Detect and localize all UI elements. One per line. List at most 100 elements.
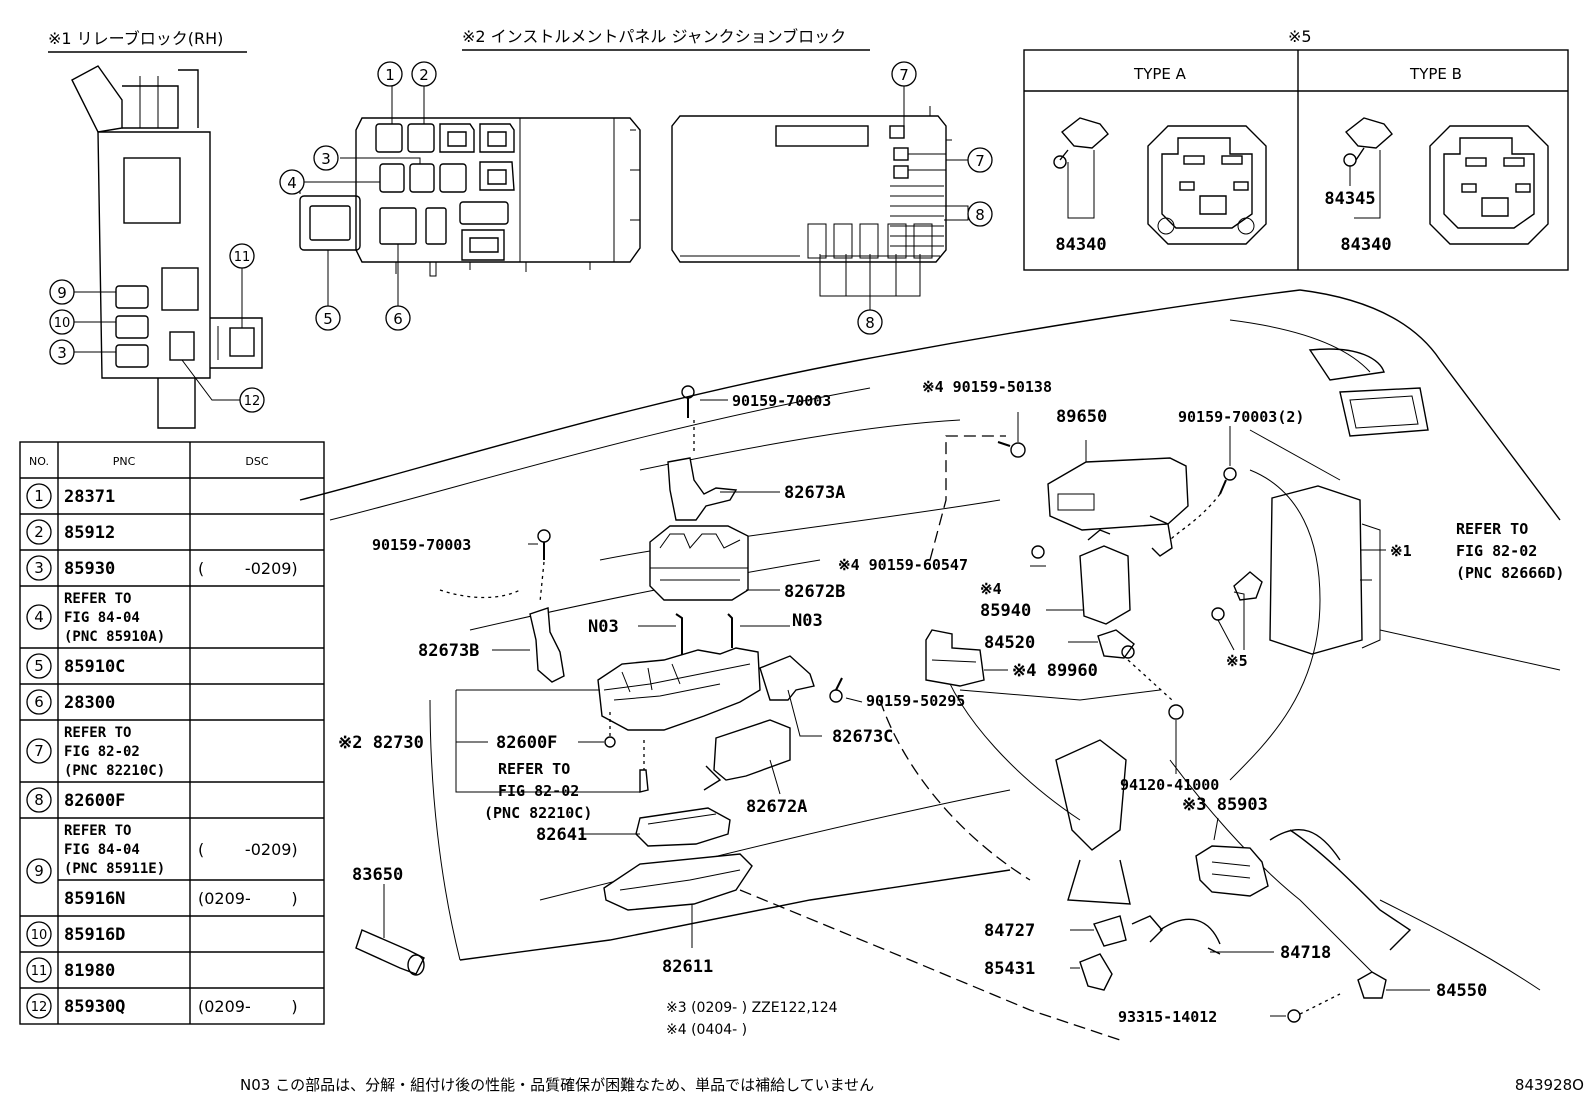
- callout-90159-50138: ※4 90159-50138: [922, 378, 1052, 396]
- callout-85903: ※3 85903: [1182, 795, 1268, 815]
- callout-N03-right: N03: [792, 611, 823, 631]
- svg-text:8: 8: [975, 206, 985, 224]
- table-pnc-cell: 85930Q: [64, 997, 125, 1017]
- part-switch-85903-drawing: [1195, 845, 1269, 897]
- part-bolt-93315-14012-drawing: [1287, 993, 1341, 1023]
- callout-note5: ※5: [1226, 652, 1248, 670]
- callout-refer-rh-line3: (PNC 82666D): [1456, 564, 1564, 582]
- table-no-2: 2: [26, 519, 52, 545]
- callout-89960: ※4 89960: [1012, 661, 1098, 681]
- parts-table-grid: [19, 441, 325, 1025]
- callout-N03-left: N03: [588, 617, 619, 637]
- svg-text:2: 2: [34, 523, 44, 541]
- table-pnc-cell: FIG 84-04: [64, 610, 140, 626]
- part-airbag-89650-drawing: [1047, 457, 1189, 557]
- part-clip-94120-41000-drawing: [1168, 704, 1184, 720]
- figure-code: 843928O: [1515, 1076, 1584, 1094]
- table-no-11: 11: [26, 957, 52, 983]
- svg-text:3: 3: [57, 344, 67, 362]
- svg-text:2: 2: [419, 66, 429, 84]
- callout-circle-2: 2: [411, 61, 437, 87]
- table-no-9: 9: [26, 858, 52, 884]
- callout-84727: 84727: [984, 921, 1035, 941]
- type-a-part-84340: 84340: [1055, 235, 1106, 255]
- callout-85431: 85431: [984, 959, 1035, 979]
- callout-circle-5: 5: [315, 305, 341, 331]
- table-pnc-cell: 81980: [64, 961, 115, 981]
- svg-text:9: 9: [34, 862, 44, 880]
- table-no-7: 7: [26, 738, 52, 764]
- part-harness-84718-drawing: [1131, 915, 1221, 955]
- part-relay-83650-drawing: [355, 929, 425, 976]
- callout-90159-70003-2: 90159-70003(2): [1178, 408, 1304, 426]
- callout-82673C: 82673C: [832, 727, 893, 747]
- table-no-4: 4: [26, 604, 52, 630]
- table-pnc-cell: FIG 84-04: [64, 842, 140, 858]
- callout-83650: 83650: [352, 865, 403, 885]
- svg-text:10: 10: [31, 928, 48, 943]
- callout-refer-line3: (PNC 82210C): [484, 804, 592, 822]
- part-bolt-90159-50138-drawing: [997, 441, 1026, 458]
- type-b-switch-drawing: [1343, 117, 1549, 245]
- type-a-switch-drawing: [1053, 117, 1267, 245]
- table-no-1: 1: [26, 483, 52, 509]
- svg-text:11: 11: [31, 964, 48, 979]
- svg-text:3: 3: [34, 559, 44, 577]
- callout-circle-7-top: 7: [891, 61, 917, 87]
- svg-text:10: 10: [54, 316, 71, 331]
- part-cover-82672B-drawing: [649, 525, 749, 601]
- table-pnc-cell: 85910C: [64, 657, 125, 677]
- table-pnc-cell: REFER TO: [64, 725, 131, 741]
- svg-text:8: 8: [865, 314, 875, 332]
- callout-90159-60547: ※4 90159-60547: [838, 556, 968, 574]
- part-bolt-90159-70003-top-drawing: [681, 385, 695, 418]
- table-no-6: 6: [26, 689, 52, 715]
- part-N03-pins-drawing: [675, 613, 733, 656]
- svg-text:9: 9: [57, 284, 67, 302]
- table-header-pnc: PNC: [113, 455, 136, 468]
- callout-refer-rh-line1: REFER TO: [1456, 520, 1528, 538]
- callout-84718: 84718: [1280, 943, 1331, 963]
- part-bolt-90159-50295-drawing: [829, 677, 843, 703]
- callout-refer-line2: FIG 82-02: [498, 782, 579, 800]
- table-header-dsc: DSC: [245, 455, 268, 468]
- part-sensor-84520-drawing: [1097, 629, 1173, 701]
- callout-circle-11: 11: [229, 243, 255, 269]
- svg-text:7: 7: [34, 742, 44, 760]
- table-no-12: 12: [26, 993, 52, 1019]
- callout-rh-mark: ※1: [1390, 542, 1412, 560]
- callout-82672A: 82672A: [746, 797, 807, 817]
- table-pnc-cell: (PNC 85910A): [64, 629, 165, 645]
- part-bolt-90159-70003-left-drawing: [537, 529, 551, 560]
- callout-90159-70003-left: 90159-70003: [372, 536, 471, 554]
- callout-85940-note: ※4: [980, 580, 1002, 598]
- svg-text:5: 5: [323, 310, 333, 328]
- table-pnc-cell: 85912: [64, 523, 115, 543]
- callout-94120-41000: 94120-41000: [1120, 776, 1219, 794]
- svg-text:11: 11: [234, 250, 251, 265]
- callout-circle-10: 10: [49, 309, 75, 335]
- part-bolt-90159-60547-drawing: [1031, 545, 1045, 559]
- junction-front-leaders: [290, 86, 425, 306]
- part-bolt-90159-70003-2-drawing: [1169, 467, 1237, 541]
- svg-text:7: 7: [975, 152, 985, 170]
- callout-circle-1: 1: [377, 61, 403, 87]
- table-dsc-cell: (0209- ): [198, 889, 298, 908]
- callout-circle-4: 4: [279, 169, 305, 195]
- callout-circle-7-right: 7: [967, 147, 993, 173]
- table-pnc-cell: 85930: [64, 559, 115, 579]
- svg-text:4: 4: [34, 608, 44, 626]
- type-b-part-84340: 84340: [1340, 235, 1391, 255]
- junction-block-heading: ※2 インストルメントパネル ジャンクションブロック: [462, 27, 846, 46]
- svg-text:3: 3: [321, 150, 331, 168]
- relay-block-heading: ※1 リレーブロック(RH): [48, 29, 223, 48]
- callout-82641: 82641: [536, 825, 587, 845]
- part-connector-82600F-drawing: [639, 740, 649, 793]
- callout-82600F: 82600F: [496, 733, 557, 753]
- table-pnc-cell: REFER TO: [64, 823, 131, 839]
- table-dsc-cell: ( -0209): [198, 559, 298, 578]
- table-pnc-cell: 82600F: [64, 791, 125, 811]
- footnote-4: ※4 (0404- ): [666, 1022, 747, 1038]
- callout-refer-rh-line2: FIG 82-02: [1456, 542, 1537, 560]
- table-no-10: 10: [26, 921, 52, 947]
